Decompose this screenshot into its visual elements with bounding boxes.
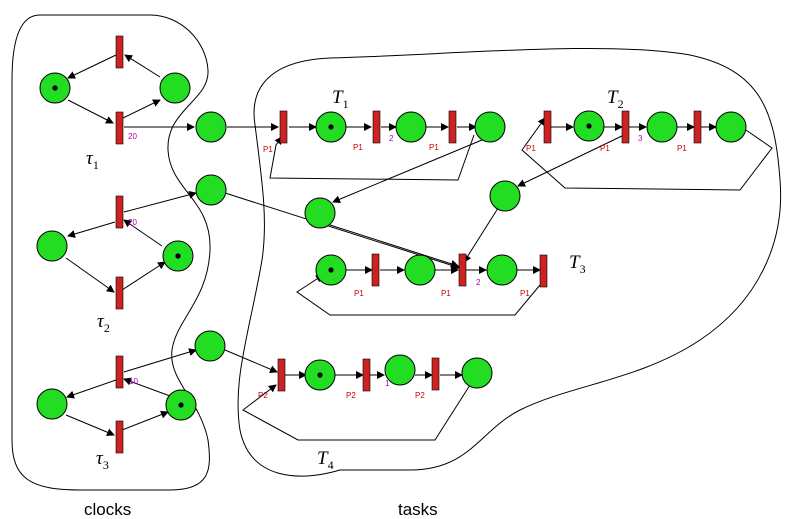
transition[interactable] [543,110,552,144]
priority-label: P1 [526,144,536,153]
transition[interactable] [448,110,457,144]
arc-weight: 1 [385,379,390,388]
place[interactable] [384,354,416,386]
token [175,253,181,259]
token [317,372,323,378]
transition[interactable] [371,253,380,287]
svg-text:T3: T3 [569,252,586,276]
token [178,402,184,408]
place[interactable] [715,111,747,143]
place[interactable] [194,330,226,362]
priority-label: P1 [429,143,439,152]
arc-weight: 10 [129,377,138,386]
clocks-boundary [11,14,211,491]
priority-label: P2 [346,391,356,400]
tasks-boundary [237,47,782,477]
svg-text:T2: T2 [607,87,624,111]
transition[interactable] [115,276,124,310]
place[interactable] [36,388,68,420]
transition[interactable] [279,110,288,144]
priority-label: P1 [354,289,364,298]
arc-weight: 20 [128,132,137,141]
transition[interactable] [115,35,124,69]
tasks-caption: tasks [398,500,438,519]
clock-1: 20 [39,35,227,145]
transition[interactable] [115,420,124,454]
place[interactable] [159,72,191,104]
task-3: P1 P1 2 P1 [315,253,548,298]
priority-label: P1 [600,144,610,153]
token [328,267,334,273]
label-tau2: τ2 [97,311,110,335]
transition[interactable] [362,358,371,392]
clock-2: 20 [36,174,227,310]
arc-weight: 20 [128,218,137,227]
label-T4: T4 [317,448,334,472]
token [586,123,592,129]
place[interactable] [646,111,678,143]
label-T2: T2 [607,87,624,111]
arc-weight: 2 [476,278,481,287]
transition[interactable] [431,357,440,391]
svg-text:T4: T4 [317,448,334,472]
transition[interactable] [621,110,630,144]
transition[interactable] [115,195,124,229]
svg-text:T1: T1 [332,87,349,111]
transition[interactable] [372,110,381,144]
priority-label: P1 [353,143,363,152]
transition[interactable] [458,253,467,287]
priority-label: P1 [263,145,273,154]
transition[interactable] [115,111,124,145]
place[interactable] [461,357,493,389]
transition[interactable] [539,254,548,288]
transition[interactable] [277,358,286,392]
task-1: P1 P1 2 P1 [263,110,506,229]
svg-text:τ3: τ3 [96,448,109,472]
priority-label: P2 [258,391,268,400]
arcs [65,54,773,441]
label-tau1: τ1 [86,148,99,172]
place[interactable] [36,230,68,262]
place[interactable] [304,197,336,229]
arc-weight: 2 [389,134,394,143]
label-tau3: τ3 [96,448,109,472]
token [328,124,334,130]
task-4: P2 P2 1 P2 [258,354,493,400]
priority-label: P1 [520,289,530,298]
transition[interactable] [115,355,124,389]
arc-weight: 3 [638,134,643,143]
transition[interactable] [693,110,702,144]
place[interactable] [489,180,521,212]
label-T1: T1 [332,87,349,111]
place[interactable] [474,111,506,143]
token [52,85,58,91]
svg-text:τ1: τ1 [86,148,99,172]
svg-text:τ2: τ2 [97,311,110,335]
clock-3: 10 [36,330,226,454]
priority-label: P1 [441,289,451,298]
place[interactable] [404,254,436,286]
place[interactable] [395,111,427,143]
priority-label: P2 [415,391,425,400]
priority-label: P1 [677,144,687,153]
place[interactable] [195,174,227,206]
task-2: P1 P1 3 P1 [489,110,747,212]
place[interactable] [195,111,227,143]
label-T3: T3 [569,252,586,276]
place[interactable] [486,254,518,286]
clocks-caption: clocks [84,500,131,519]
